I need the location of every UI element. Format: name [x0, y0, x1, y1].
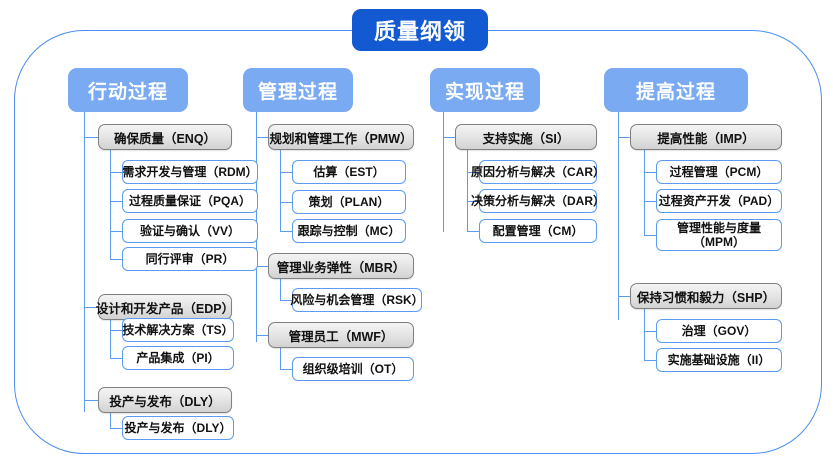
leaf-line-ii — [644, 360, 656, 362]
branch-line-col2-g0 — [443, 137, 455, 139]
leaf-box-pi[interactable]: 产品集成（PI） — [122, 346, 234, 370]
leaf-line-pad — [644, 201, 656, 203]
branch-line-col0-g1 — [84, 307, 98, 309]
leaf-line-dar — [467, 201, 479, 203]
column-header-0[interactable]: 行动过程 — [68, 68, 188, 112]
subtrunk-col1-g2 — [280, 348, 282, 370]
leaf-line-dly-child — [110, 428, 122, 430]
branch-line-col1-g2 — [256, 335, 268, 337]
leaf-box-cm[interactable]: 配置管理（CM） — [479, 219, 597, 243]
leaf-box-pcm[interactable]: 过程管理（PCM） — [656, 160, 782, 184]
leaf-line-pqa — [110, 201, 122, 203]
leaf-line-pcm — [644, 172, 656, 174]
group-box-imp[interactable]: 提高性能（IMP） — [630, 124, 782, 150]
leaf-box-mpm[interactable]: 管理性能与度量（MPM） — [656, 219, 782, 251]
leaf-line-rsk — [280, 300, 292, 302]
leaf-box-dar[interactable]: 决策分析与解决（DAR） — [471, 189, 605, 213]
group-box-si[interactable]: 支持实施（SI） — [455, 124, 597, 150]
leaf-line-gov — [644, 331, 656, 333]
branch-line-col1-g0 — [256, 137, 268, 139]
branch-line-col3-g0 — [618, 137, 630, 139]
leaf-box-rsk[interactable]: 风险与机会管理（RSK） — [290, 288, 424, 312]
leaf-line-ts — [110, 330, 122, 332]
leaf-box-gov[interactable]: 治理（GOV） — [656, 319, 782, 343]
leaf-box-dly-child[interactable]: 投产与发布（DLY） — [122, 416, 234, 440]
trunk-line-col2 — [443, 112, 445, 232]
group-box-edp[interactable]: 设计和开发产品（EDP） — [96, 294, 234, 320]
leaf-line-car — [467, 172, 479, 174]
group-box-mwf[interactable]: 管理员工（MWF） — [268, 322, 414, 348]
leaf-box-pqa[interactable]: 过程质量保证（PQA） — [122, 189, 258, 213]
branch-line-col0-g2 — [84, 400, 98, 402]
subtrunk-col3-g1 — [644, 309, 646, 361]
leaf-box-pr[interactable]: 同行评审（PR） — [122, 247, 258, 271]
trunk-line-col3 — [618, 112, 620, 320]
leaf-line-mpm — [644, 235, 656, 237]
leaf-line-mc — [280, 231, 292, 233]
group-box-enq[interactable]: 确保质量（ENQ） — [98, 124, 232, 150]
leaf-box-ii[interactable]: 实施基础设施（II） — [656, 348, 782, 372]
group-box-dly[interactable]: 投产与发布（DLY） — [98, 387, 232, 413]
leaf-line-rdm — [110, 172, 122, 174]
leaf-line-vv — [110, 231, 122, 233]
leaf-box-plan[interactable]: 策划（PLAN） — [292, 190, 406, 214]
leaf-box-est[interactable]: 估算（EST） — [292, 160, 406, 184]
leaf-line-ot — [280, 369, 292, 371]
subtrunk-col0-g2 — [110, 413, 112, 428]
branch-line-col3-g1 — [618, 296, 630, 298]
subtrunk-col1-g0 — [280, 150, 282, 231]
leaf-box-ot[interactable]: 组织级培训（OT） — [292, 357, 414, 381]
branch-line-col0-g0 — [84, 137, 98, 139]
group-box-shp[interactable]: 保持习惯和毅力（SHP） — [630, 283, 782, 309]
leaf-box-mc[interactable]: 跟踪与控制（MC） — [292, 219, 406, 243]
leaf-box-vv[interactable]: 验证与确认（VV） — [122, 219, 258, 243]
leaf-box-pad[interactable]: 过程资产开发（PAD） — [656, 189, 782, 213]
group-box-pmw[interactable]: 规划和管理工作（PMW） — [268, 124, 414, 150]
leaf-line-pr — [110, 259, 122, 261]
leaf-line-est — [280, 172, 292, 174]
subtrunk-col0-g1 — [110, 320, 112, 358]
subtrunk-col1-g1 — [280, 279, 282, 301]
group-box-mbr[interactable]: 管理业务弹性（MBR） — [268, 253, 414, 279]
subtrunk-col3-g0 — [644, 150, 646, 235]
leaf-box-car[interactable]: 原因分析与解决（CAR） — [471, 160, 605, 184]
subtrunk-col2-g0 — [467, 150, 469, 231]
leaf-line-cm — [467, 231, 479, 233]
leaf-line-pi — [110, 358, 122, 360]
column-header-3[interactable]: 提高过程 — [604, 68, 748, 112]
leaf-box-ts[interactable]: 技术解决方案（TS） — [122, 318, 234, 342]
leaf-line-plan — [280, 202, 292, 204]
leaf-box-rdm[interactable]: 需求开发与管理（RDM） — [122, 160, 258, 184]
branch-line-col1-g1 — [256, 266, 268, 268]
diagram-title: 质量纲领 — [352, 9, 488, 51]
column-header-2[interactable]: 实现过程 — [430, 68, 540, 112]
subtrunk-col0-g0 — [110, 150, 112, 259]
column-header-1[interactable]: 管理过程 — [243, 68, 353, 112]
trunk-line-col0 — [84, 112, 86, 412]
